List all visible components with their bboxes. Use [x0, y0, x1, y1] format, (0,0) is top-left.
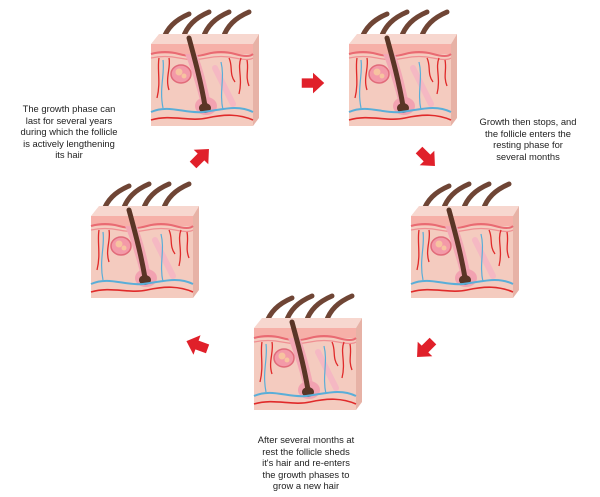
arrow-down-left-icon — [410, 334, 440, 364]
arrow-up-right-icon — [186, 142, 216, 172]
skin-section-shedding — [248, 292, 363, 412]
skin-section-growth — [85, 180, 200, 300]
skin-cross-section-icon — [85, 180, 200, 300]
skin-cross-section-icon — [145, 8, 260, 128]
skin-cross-section-icon — [248, 292, 363, 412]
skin-section-transition — [343, 8, 458, 128]
arrow-right-icon — [298, 68, 328, 98]
arrow-down-right-icon — [412, 143, 442, 173]
skin-section-resting — [405, 180, 520, 300]
caption-growth-phase: The growth phase can last for several ye… — [20, 103, 118, 161]
skin-section-growth-early — [145, 8, 260, 128]
arrow-left-icon — [182, 330, 212, 360]
caption-resting-phase: Growth then stops, and the follicle ente… — [479, 116, 577, 162]
skin-cross-section-icon — [405, 180, 520, 300]
caption-shedding-phase: After several months at rest the follicl… — [257, 434, 355, 492]
skin-cross-section-icon — [343, 8, 458, 128]
